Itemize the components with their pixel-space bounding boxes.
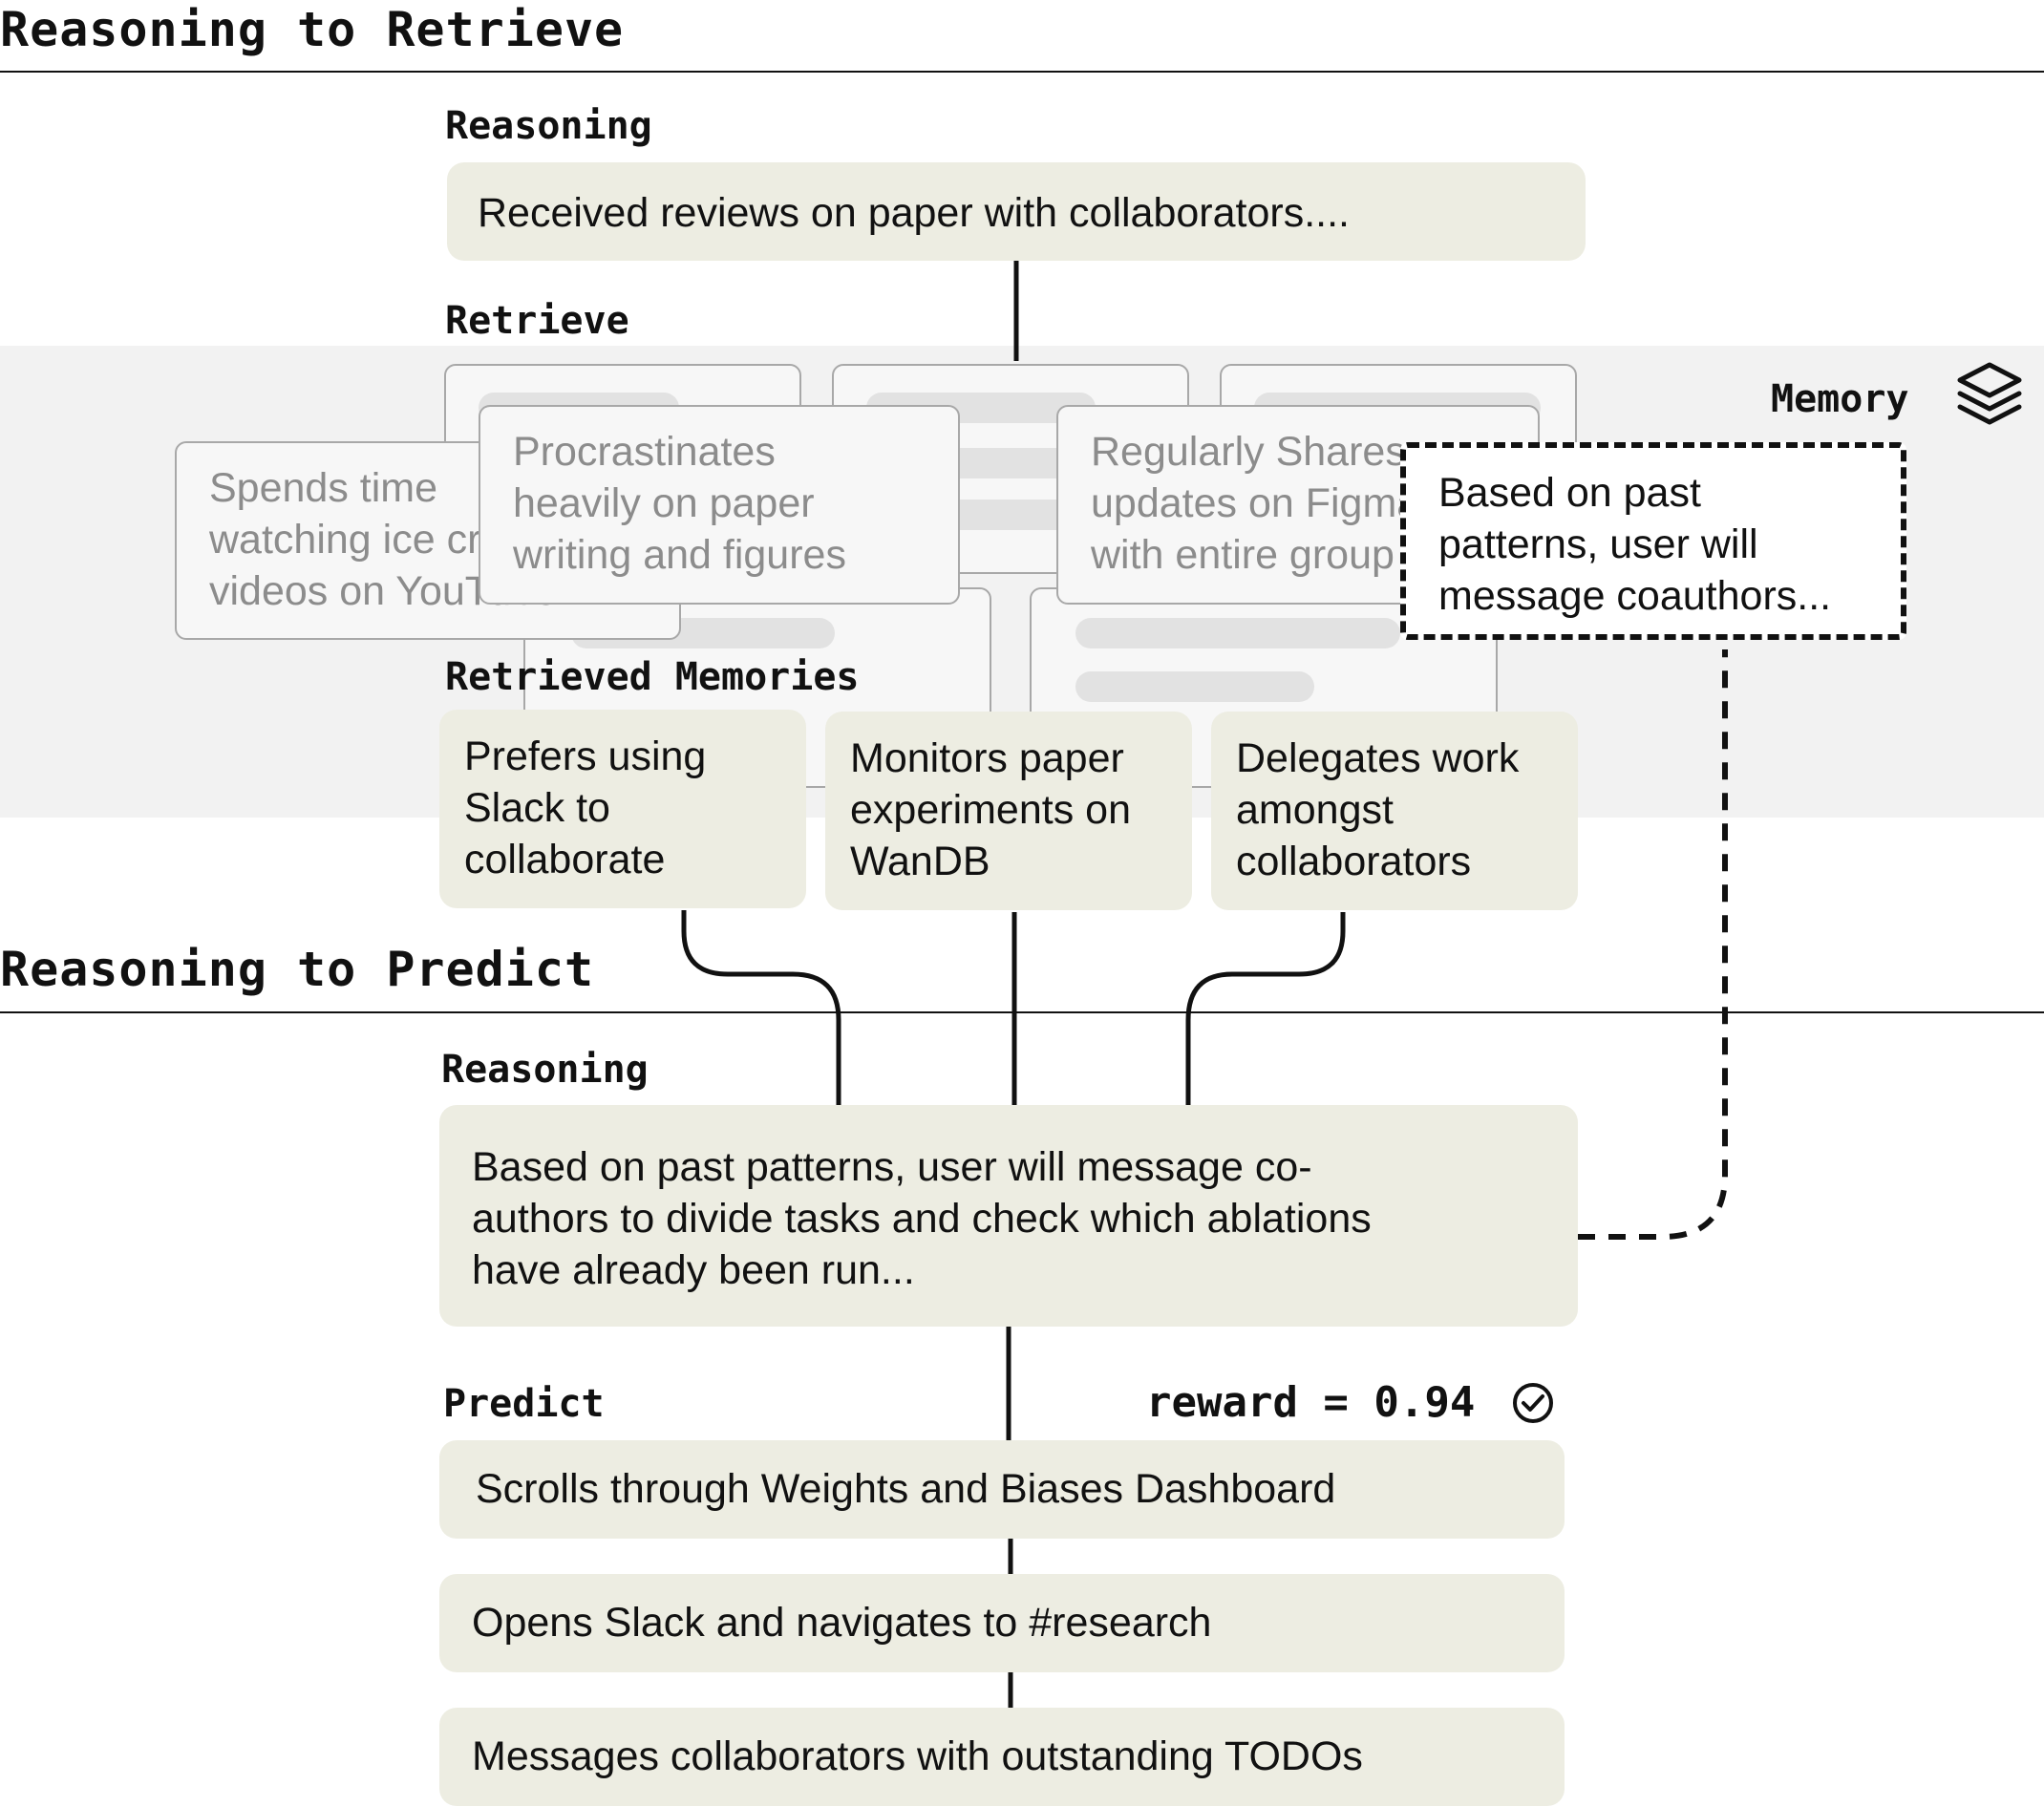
memory-card-shares-updates: Regularly Shares updates on Figma with e… (1056, 405, 1540, 605)
reasoning-text-bottom: Based on past patterns, user will messag… (472, 1144, 1372, 1293)
memory-card-procrastinates: Procrastinates heavily on paper writing … (479, 405, 960, 605)
retrieved-memories-label: Retrieved Memories (445, 655, 860, 699)
section-title-predict: Reasoning to Predict (0, 942, 595, 997)
retrieve-label: Retrieve (445, 299, 629, 343)
retrieved-memory-text-slack: Prefers using Slack to collaborate (464, 733, 707, 882)
prediction-card-2: Opens Slack and navigates to #research (439, 1574, 1565, 1672)
prediction-text-3: Messages collaborators with outstanding … (472, 1733, 1363, 1779)
reasoning-card-top: Received reviews on paper with collabora… (447, 162, 1586, 261)
prediction-text-2: Opens Slack and navigates to #research (472, 1600, 1212, 1646)
retrieved-memory-text-wandb: Monitors paper experiments on WanDB (850, 735, 1131, 884)
memory-card-new-dashed: Based on past patterns, user will messag… (1400, 442, 1906, 640)
memory-text-shares-updates: Regularly Shares updates on Figma with e… (1091, 429, 1420, 578)
reasoning-text-top: Received reviews on paper with collabora… (478, 190, 1350, 236)
connector-memory-3 (1185, 912, 1346, 1105)
prediction-card-1: Scrolls through Weights and Biases Dashb… (439, 1440, 1565, 1539)
memory-text-procrastinates: Procrastinates heavily on paper writing … (513, 429, 846, 578)
prediction-card-3: Messages collaborators with outstanding … (439, 1708, 1565, 1806)
memory-text-new-dashed: Based on past patterns, user will messag… (1438, 470, 1832, 619)
section-title-retrieve: Reasoning to Retrieve (0, 2, 625, 57)
section-divider-bottom (0, 1011, 2044, 1013)
predict-label: Predict (443, 1382, 605, 1426)
retrieved-memory-text-delegates: Delegates work amongst collaborators (1236, 735, 1520, 884)
memory-text-spends-time: Spends time watching ice cream videos on… (209, 465, 561, 614)
reward-score: reward = 0.94 (1146, 1378, 1476, 1427)
stacked-layers-icon (1957, 362, 2022, 425)
connector-memory-1 (681, 910, 841, 1105)
retrieved-memory-card-delegates: Delegates work amongst collaborators (1211, 712, 1578, 910)
memory-label: Memory (1771, 377, 1909, 421)
section-divider-top (0, 71, 2044, 73)
reasoning-label-bottom: Reasoning (441, 1048, 649, 1092)
reasoning-card-bottom: Based on past patterns, user will messag… (439, 1105, 1578, 1327)
prediction-text-1: Scrolls through Weights and Biases Dashb… (476, 1466, 1336, 1512)
check-circle-icon (1513, 1383, 1553, 1423)
retrieved-memory-card-slack: Prefers using Slack to collaborate (439, 710, 806, 908)
retrieved-memory-card-wandb: Monitors paper experiments on WanDB (825, 712, 1192, 910)
reasoning-label-top: Reasoning (445, 104, 652, 148)
